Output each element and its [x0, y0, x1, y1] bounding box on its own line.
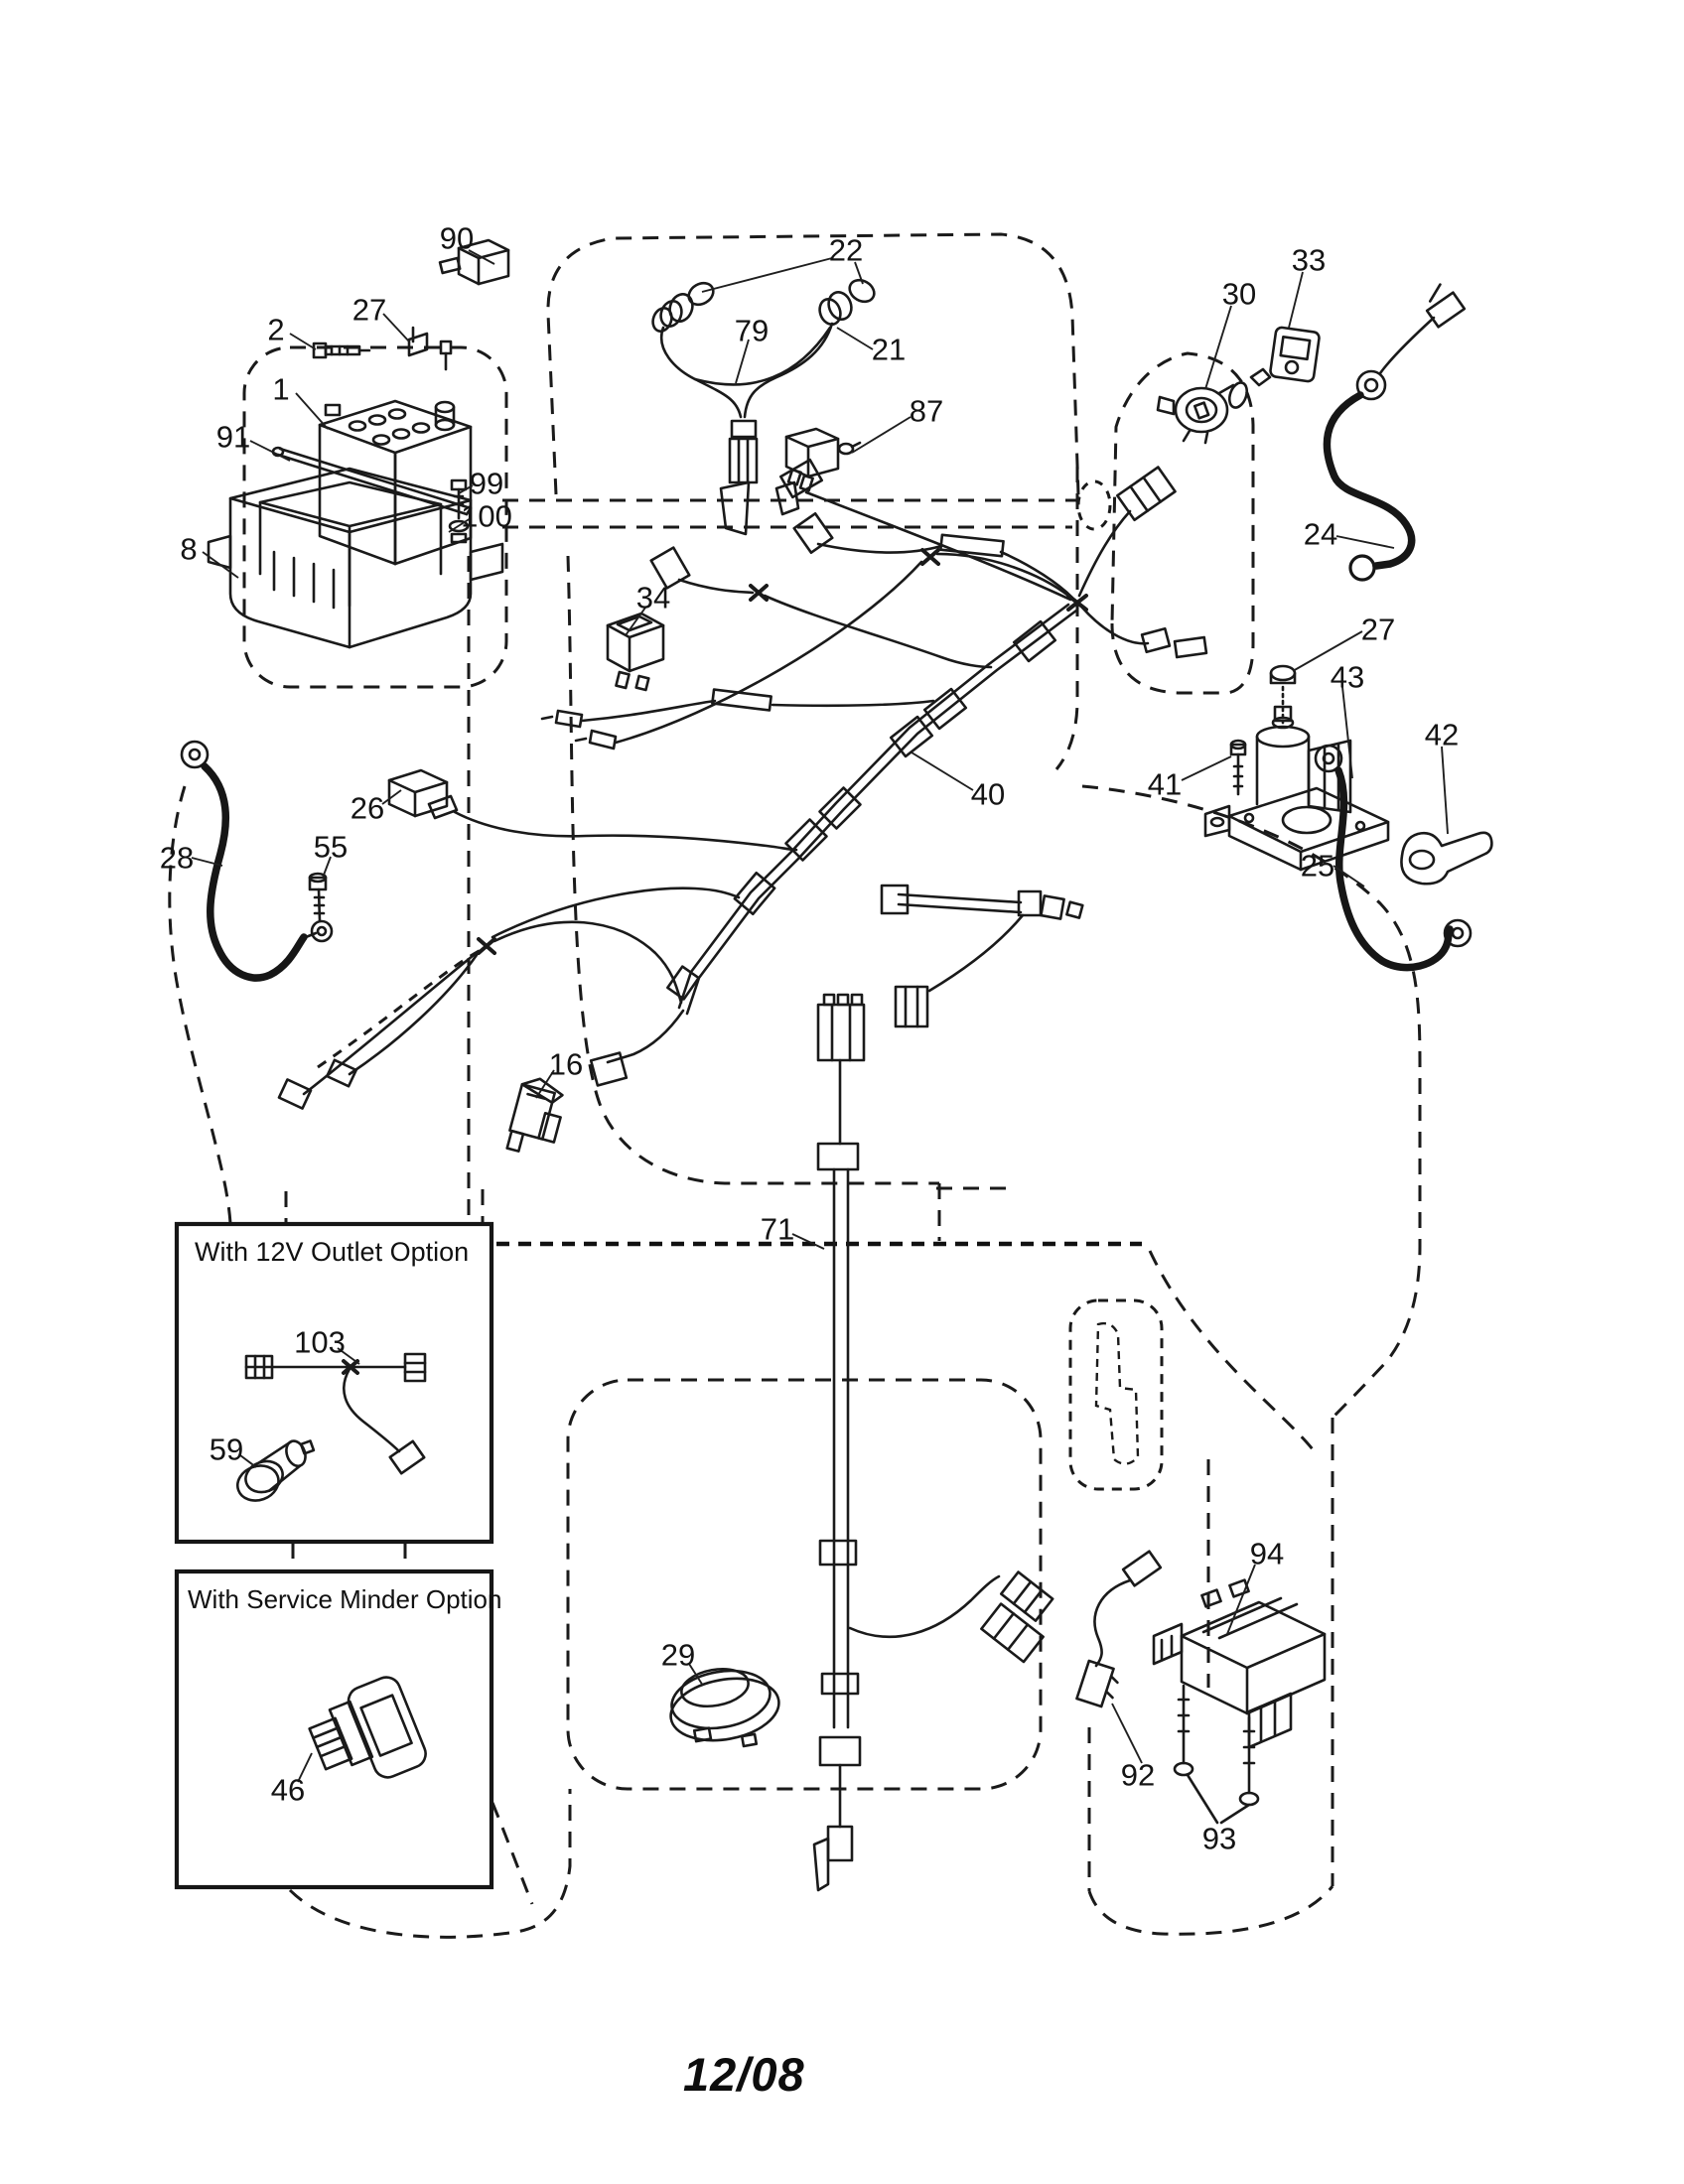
shift-gate-outline	[1068, 1298, 1164, 1491]
part-label-40: 40	[971, 777, 1005, 812]
part-label-28: 28	[160, 841, 194, 876]
interlock-switch-16-illustration	[505, 1077, 564, 1153]
service-minder-46-illustration	[308, 1676, 427, 1779]
part-label-24: 24	[1304, 517, 1337, 552]
part-label-93: 93	[1202, 1822, 1236, 1856]
fender-inner-diagonal	[1148, 1250, 1315, 1450]
fuse-holder-90-illustration	[438, 238, 510, 286]
screw-55-illustration	[308, 872, 328, 923]
switch-34-illustration	[606, 612, 665, 692]
battery-bolt-2-illustration	[312, 341, 371, 359]
seat-switch-29-illustration	[669, 1668, 780, 1748]
terminal-boot-42-illustration	[1400, 831, 1493, 886]
left-inner-line	[317, 947, 484, 1069]
part-label-46: 46	[271, 1773, 305, 1808]
battery-compartment-outline	[242, 345, 508, 689]
part-label-71: 71	[761, 1212, 794, 1247]
splice-x-2	[749, 584, 769, 602]
leader-lines	[191, 249, 1449, 1783]
part-label-91: 91	[216, 420, 250, 455]
part-label-79: 79	[735, 314, 769, 348]
part-label-27: 27	[1361, 613, 1395, 647]
battery-terminal-27-illustration	[407, 326, 453, 371]
bottom-left-diagonal	[491, 1802, 534, 1905]
shift-gate-slot	[1094, 1321, 1140, 1465]
seat-connector-pair	[980, 1570, 1054, 1664]
footrest-outline	[566, 1378, 1043, 1791]
screws-93-illustration	[1173, 1684, 1260, 1825]
part-label-87: 87	[910, 394, 943, 429]
revision-date: 12/08	[683, 2048, 805, 2101]
part-labels-layer: 9022719199100822792187303324274341422528…	[160, 221, 1459, 1856]
inset-title-service-minder: With Service Minder Option	[188, 1584, 502, 1614]
ground-cable-24-illustration	[1355, 283, 1467, 401]
seat-harness-71-illustration	[812, 993, 1054, 1892]
part-label-55: 55	[314, 830, 348, 865]
steering-shaft-outline	[1076, 479, 1112, 531]
battery-cable-25-path	[1334, 766, 1454, 972]
ground-cable-28-illustration	[180, 740, 334, 943]
hood-outline	[546, 232, 1080, 495]
left-body-line	[168, 785, 232, 1224]
cable-24-ring	[1348, 554, 1376, 582]
part-label-1: 1	[272, 372, 289, 407]
outlet-harness-103-illustration	[244, 1352, 427, 1475]
bottom-left-body-line	[288, 1789, 572, 1939]
part-label-100: 100	[461, 499, 512, 534]
part-label-103: 103	[294, 1325, 346, 1360]
part-label-26: 26	[351, 791, 384, 826]
inset-box-12v-outlet	[174, 1221, 494, 1545]
part-label-42: 42	[1425, 718, 1459, 752]
part-label-22: 22	[829, 233, 863, 268]
part-label-94: 94	[1250, 1537, 1284, 1571]
solenoid-illustration	[1203, 664, 1390, 872]
part-label-2: 2	[267, 313, 284, 347]
headlamp-harness-illustration	[651, 278, 876, 536]
part-label-34: 34	[636, 581, 670, 615]
part-label-43: 43	[1331, 660, 1364, 695]
jumper-wire-92-illustration	[1075, 1550, 1163, 1708]
dash-console-outline	[1110, 351, 1255, 695]
part-label-92: 92	[1121, 1758, 1155, 1793]
part-label-90: 90	[440, 221, 474, 256]
part-label-30: 30	[1222, 277, 1256, 312]
battery-cable-25-illustration	[1314, 744, 1473, 948]
dash-left-line	[1054, 467, 1079, 770]
inset-title-12v-outlet: With 12V Outlet Option	[195, 1237, 470, 1267]
splice-x-3	[920, 548, 940, 566]
outlet-socket-59-illustration	[236, 1439, 316, 1502]
ground-cable-24-path	[1323, 391, 1416, 570]
part-label-29: 29	[661, 1638, 695, 1673]
module-33-illustration	[1249, 326, 1321, 387]
fender-bottom-curve	[1087, 1885, 1334, 1936]
part-label-21: 21	[872, 333, 906, 367]
part-label-41: 41	[1148, 767, 1182, 802]
battery-illustration	[318, 399, 473, 566]
main-harness-40-illustration	[277, 458, 1208, 1110]
battery-tray-illustration	[207, 467, 504, 649]
part-label-99: 99	[470, 467, 503, 501]
part-label-16: 16	[549, 1047, 583, 1082]
right-fender-outline	[1081, 784, 1422, 1420]
part-label-33: 33	[1292, 243, 1326, 278]
splice-x-4	[477, 937, 496, 955]
part-label-8: 8	[180, 532, 197, 567]
part-label-25: 25	[1301, 849, 1334, 884]
part-label-59: 59	[210, 1433, 243, 1467]
components-layer	[180, 238, 1493, 1892]
ignition-switch-illustration	[1156, 381, 1249, 445]
switch-87-illustration	[784, 427, 862, 492]
relay-26-illustration	[387, 768, 798, 852]
ground-cable-28-path	[201, 762, 308, 982]
heavy-cables-layer	[201, 391, 1454, 982]
part-label-27: 27	[352, 293, 386, 328]
bolt-41-illustration	[1229, 739, 1247, 796]
frame-line-right	[566, 555, 939, 1185]
